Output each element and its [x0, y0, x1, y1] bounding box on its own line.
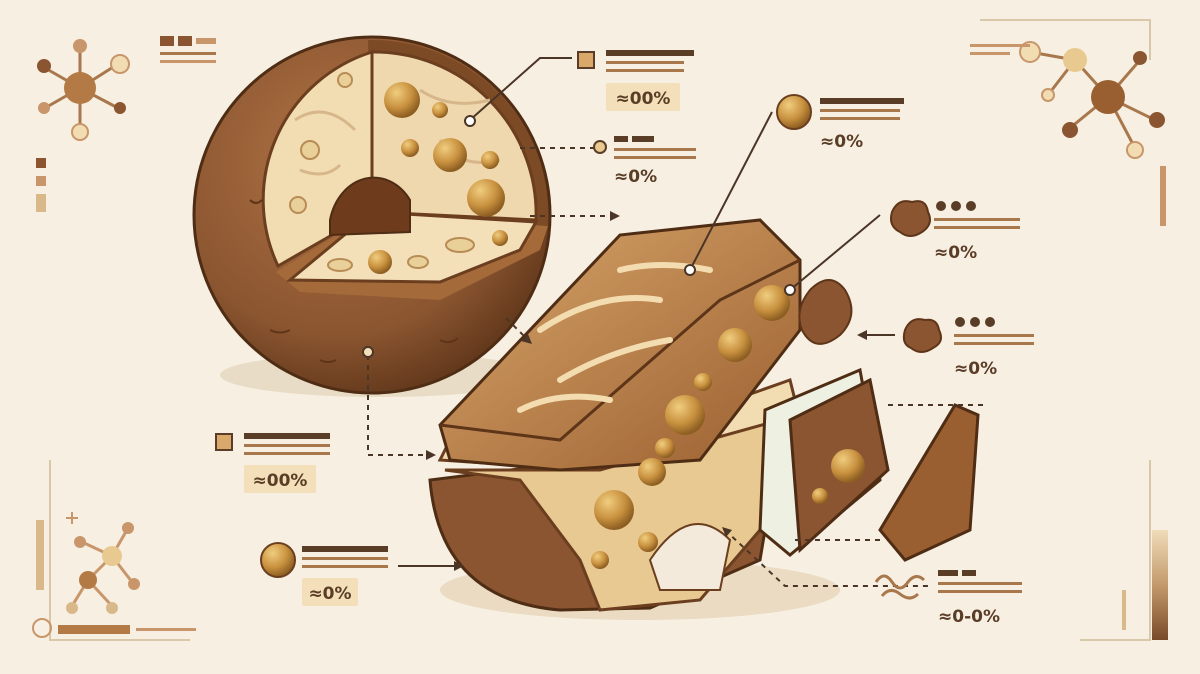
legend-decoration [36, 36, 1168, 640]
callout-bottom-right: ≈0-0% [874, 570, 1022, 627]
nougat-bar [428, 218, 840, 620]
callout-left-square: ≈00% [215, 433, 330, 493]
callout-left-bead: ≈0% [260, 542, 388, 606]
molecule-icon [32, 512, 140, 638]
callout-value: ≈0% [954, 359, 997, 379]
crumb-icon [902, 318, 942, 353]
connector-lines [367, 57, 985, 587]
anchor-dot [784, 284, 796, 296]
molecule-icon [1019, 41, 1165, 159]
bead-inclusions [289, 72, 508, 274]
dot-icon [593, 140, 607, 154]
callout-value: ≈0% [820, 132, 863, 152]
crumb-icon [890, 200, 931, 237]
bead-icon [260, 542, 296, 578]
frame-decoration [49, 19, 1151, 641]
anchor-dot [362, 346, 374, 358]
nougat-pieces [758, 279, 980, 562]
squiggle-icon [874, 574, 926, 600]
callout-sphere-top: ≈00% [577, 50, 694, 111]
anchor-dot [684, 264, 696, 276]
callout-value: ≈00% [616, 89, 671, 109]
callout-value: ≈0% [614, 167, 657, 187]
molecule-icon [37, 39, 130, 141]
bead-inclusions [591, 285, 790, 569]
square-icon [215, 433, 233, 451]
anchor-dot [464, 115, 476, 127]
callout-value: ≈0% [934, 243, 977, 263]
square-icon [577, 51, 595, 69]
sphere-cross-section [192, 35, 552, 397]
callout-value: ≈00% [253, 471, 308, 491]
bead-icon [776, 94, 812, 130]
callout-sphere-mid: ≈0% [593, 136, 696, 187]
callout-bar-bead: ≈0% [776, 94, 904, 152]
callout-value: ≈0% [308, 584, 351, 604]
callout-crumb-1: ≈0% [890, 200, 1020, 263]
callout-crumb-2: ≈0% [902, 317, 1034, 379]
arrow-icon [426, 211, 867, 571]
callout-value: ≈0-0% [938, 607, 1000, 627]
